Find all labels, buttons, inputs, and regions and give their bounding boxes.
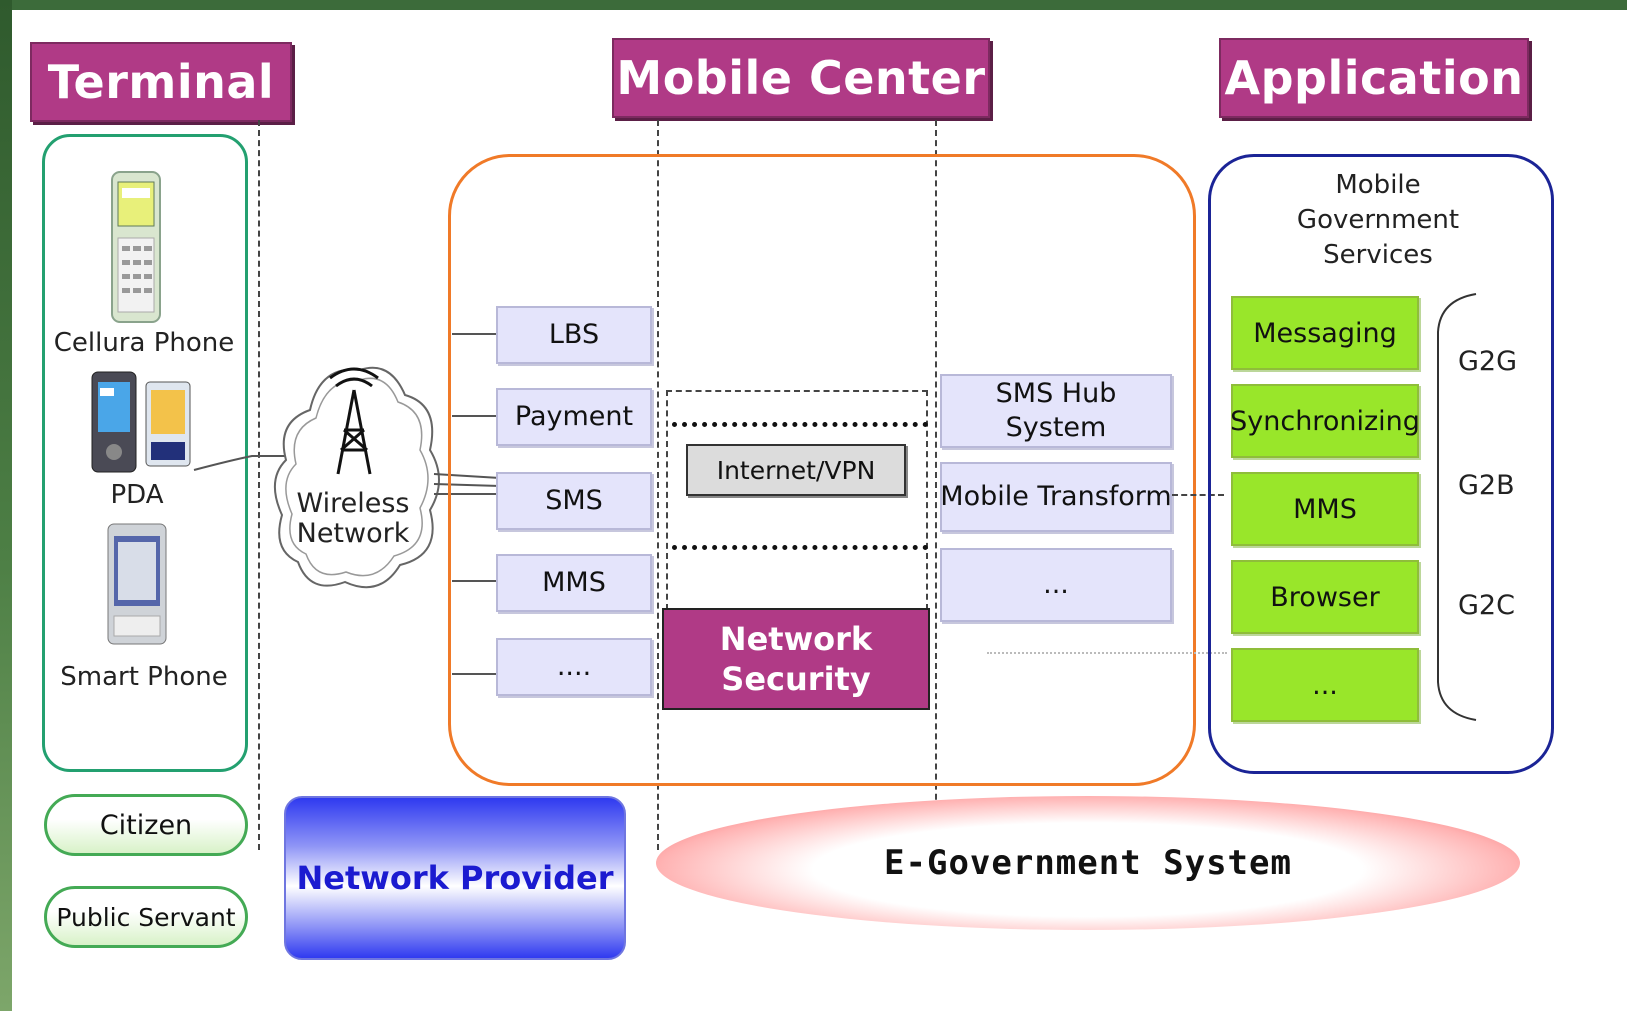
- service-payment: Payment: [496, 388, 652, 446]
- terminal-devices-box: [42, 134, 248, 772]
- left-frame-band: [0, 0, 12, 1011]
- app-more: ...: [1231, 648, 1419, 722]
- app-browser: Browser: [1231, 560, 1419, 634]
- sms-hub-line2: System: [1005, 412, 1107, 443]
- pda-label: PDA: [110, 480, 164, 510]
- cellular-phone-label: Cellura Phone: [53, 328, 235, 358]
- e-government-system: E-Government System: [656, 796, 1520, 930]
- tag-g2g: G2G: [1458, 346, 1518, 377]
- role-citizen: Citizen: [44, 794, 248, 856]
- transform-to-app-link: [1172, 494, 1224, 496]
- e-government-label: E-Government System: [884, 843, 1292, 883]
- mobile-center-box: [448, 154, 1196, 786]
- mobile-gov-title-line1: Mobile: [1335, 170, 1421, 200]
- internet-vpn-box: Internet/VPN: [686, 444, 906, 496]
- more-connector: [452, 673, 498, 675]
- mobile-gov-title-line2: Government: [1296, 205, 1460, 235]
- terminal-header: Terminal: [30, 42, 292, 122]
- pda-to-network-link: [193, 455, 300, 471]
- app-synchronizing: Synchronizing: [1230, 384, 1420, 458]
- pda-icon: [91, 371, 191, 473]
- internet-bottom-channel: [672, 545, 928, 550]
- internet-top-channel: [672, 422, 928, 427]
- mobile-center-header: Mobile Center: [612, 38, 990, 118]
- application-header: Application: [1219, 38, 1529, 118]
- mms-connector: [452, 580, 498, 582]
- wireless-network-label-line1: Wireless: [296, 488, 410, 519]
- payment-connector: [452, 415, 498, 417]
- tag-g2c: G2C: [1458, 590, 1515, 621]
- separator-terminal: [258, 120, 260, 850]
- service-type-brace: [1437, 293, 1477, 721]
- service-mms: MMS: [496, 554, 652, 612]
- service-lbs: LBS: [496, 306, 652, 364]
- app-messaging: Messaging: [1231, 296, 1419, 370]
- role-public-servant: Public Servant: [44, 886, 248, 948]
- cellular-phone-icon: [111, 171, 161, 323]
- sms-hub-line1: SMS Hub: [995, 378, 1117, 410]
- service-more: ....: [496, 638, 652, 696]
- wireless-network-cloud-icon: [274, 366, 440, 589]
- separator-center-left: [657, 120, 659, 850]
- lbs-connector: [452, 333, 498, 335]
- wireless-network-label-line2: Network: [296, 518, 410, 549]
- app-faint-link: [987, 652, 1227, 654]
- right-more-box: ...: [940, 548, 1172, 622]
- service-sms: SMS: [496, 472, 652, 530]
- network-provider-box: Network Provider: [284, 796, 626, 960]
- network-to-sms-links: [433, 473, 501, 495]
- smart-phone-label: Smart Phone: [60, 662, 228, 692]
- diagram-canvas: Terminal Mobile Center Application Cellu…: [12, 10, 1627, 1011]
- smart-phone-icon: [107, 523, 167, 645]
- tag-g2b: G2B: [1458, 470, 1515, 501]
- application-box: [1208, 154, 1554, 774]
- network-security-line1: Network: [719, 620, 873, 658]
- separator-center-right: [935, 120, 937, 850]
- app-mms: MMS: [1231, 472, 1419, 546]
- mobile-gov-title-line3: Services: [1323, 240, 1433, 270]
- mobile-transform-box: Mobile Transform: [940, 462, 1172, 532]
- network-security-line2: Security: [721, 660, 871, 698]
